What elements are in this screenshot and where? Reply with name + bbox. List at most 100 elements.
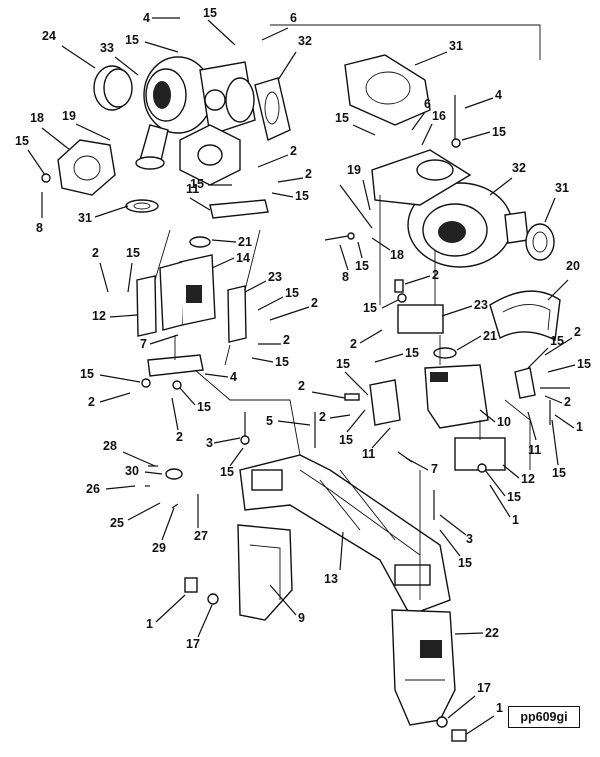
callout-11: 11 — [186, 182, 199, 196]
callout-7: 7 — [140, 337, 147, 351]
callout-22: 22 — [485, 626, 499, 640]
callout-33: 33 — [100, 41, 114, 55]
left-mount-9 — [237, 524, 293, 621]
callout-15: 15 — [220, 465, 234, 479]
callout-15: 15 — [355, 259, 369, 273]
callout-16: 16 — [432, 109, 446, 123]
callout-2: 2 — [305, 167, 312, 181]
left-clamp-ring-24 — [93, 65, 133, 111]
callout-2: 2 — [350, 337, 357, 351]
callout-24: 24 — [42, 29, 56, 43]
callout-15: 15 — [295, 189, 309, 203]
callout-15: 15 — [550, 334, 564, 348]
callout-12: 12 — [521, 472, 535, 486]
callout-2: 1 — [512, 513, 519, 527]
callout-15: 15 — [405, 346, 419, 360]
callout-23: 23 — [474, 298, 488, 312]
callout-2: 2 — [319, 410, 326, 424]
left-bracket-14 — [239, 454, 451, 616]
callout-17: 17 — [477, 681, 491, 695]
callout-11: 11 — [362, 447, 375, 461]
callout-13: 14 — [236, 251, 250, 265]
callout-15: 15 — [507, 490, 521, 504]
callout-8: 8 — [36, 221, 43, 235]
callout-4: 4 — [230, 370, 237, 384]
callout-15: 15 — [577, 357, 591, 371]
callout-15: 15 — [363, 301, 377, 315]
callout-15: 15 — [336, 357, 350, 371]
callout-25: 25 — [110, 516, 124, 530]
left-gasket-32 — [254, 77, 291, 141]
right-gasket-31 — [525, 223, 555, 261]
callout-15: 15 — [203, 6, 217, 20]
callout-9: 9 — [298, 611, 305, 625]
callout-15: 15 — [197, 400, 211, 414]
callout-2: 2 — [432, 268, 439, 282]
callout-30: 30 — [125, 464, 139, 478]
right-gasket-32 — [344, 54, 431, 126]
callout-1: 1 — [496, 701, 503, 715]
callout-12: 12 — [92, 309, 106, 323]
callout-21: 21 — [238, 235, 252, 249]
callout-8: 8 — [342, 270, 349, 284]
right-clamp-20 — [489, 290, 561, 342]
callout-3: 3 — [466, 532, 473, 546]
left-gasket-18 — [57, 139, 116, 196]
callout-2: 2 — [574, 325, 581, 339]
callout-2: 2 — [176, 430, 183, 444]
callout-4: 4 — [495, 88, 502, 102]
callout-11: 11 — [528, 443, 541, 457]
left-turbocharger — [135, 56, 256, 186]
callout-6: 6 — [424, 97, 431, 111]
callout-33: 32 — [512, 161, 526, 175]
callout-2: 2 — [283, 333, 290, 347]
right-support-assembly — [369, 304, 536, 471]
callout-19: 19 — [347, 163, 361, 177]
assembly-lines — [154, 24, 541, 600]
callout-31: 31 — [555, 181, 569, 195]
callout-29: 29 — [152, 541, 166, 555]
callout-32: 31 — [449, 39, 463, 53]
callout-20: 20 — [566, 259, 580, 273]
callout-2: 2 — [311, 296, 318, 310]
callout-15: 15 — [126, 246, 140, 260]
callout-21: 21 — [483, 329, 497, 343]
callout-15: 15 — [80, 367, 94, 381]
callout-15: 15 — [275, 355, 289, 369]
right-mount-22 — [391, 609, 456, 726]
callout-32: 32 — [298, 34, 312, 48]
callout-27: 27 — [194, 529, 208, 543]
callout-2: 1 — [576, 420, 583, 434]
callout-2: 2 — [92, 246, 99, 260]
callout-2: 2 — [290, 144, 297, 158]
callout-14: 13 — [324, 572, 338, 586]
callout-6: 6 — [290, 11, 297, 25]
callout-18: 18 — [30, 111, 44, 125]
callout-5: 5 — [266, 414, 273, 428]
callout-15: 15 — [335, 111, 349, 125]
callout-19: 19 — [62, 109, 76, 123]
callout-4: 4 — [143, 11, 150, 25]
callout-1: 1 — [146, 617, 153, 631]
left-support-assembly — [136, 199, 269, 377]
callout-23: 23 — [268, 270, 282, 284]
callout-15: 15 — [285, 286, 299, 300]
callout-2: 2 — [564, 395, 571, 409]
callout-15: 15 — [492, 125, 506, 139]
callout-31: 31 — [78, 211, 92, 225]
reference-id-box: pp609gi — [508, 706, 580, 728]
callout-labels: 4 15 6 15 24 33 32 18 19 15 8 31 2 2 15 … — [15, 6, 591, 742]
left-gasket-31 — [125, 199, 159, 213]
callout-15: 15 — [552, 466, 566, 480]
callout-17: 17 — [186, 637, 200, 651]
callout-15: 15 — [458, 556, 472, 570]
callout-2: 2 — [88, 395, 95, 409]
callout-26: 26 — [86, 482, 100, 496]
callout-15: 15 — [15, 134, 29, 148]
callout-7: 7 — [431, 462, 438, 476]
callout-18: 18 — [390, 248, 404, 262]
callout-15: 15 — [125, 33, 139, 47]
callout-28: 28 — [103, 439, 117, 453]
reference-id: pp609gi — [520, 710, 568, 724]
